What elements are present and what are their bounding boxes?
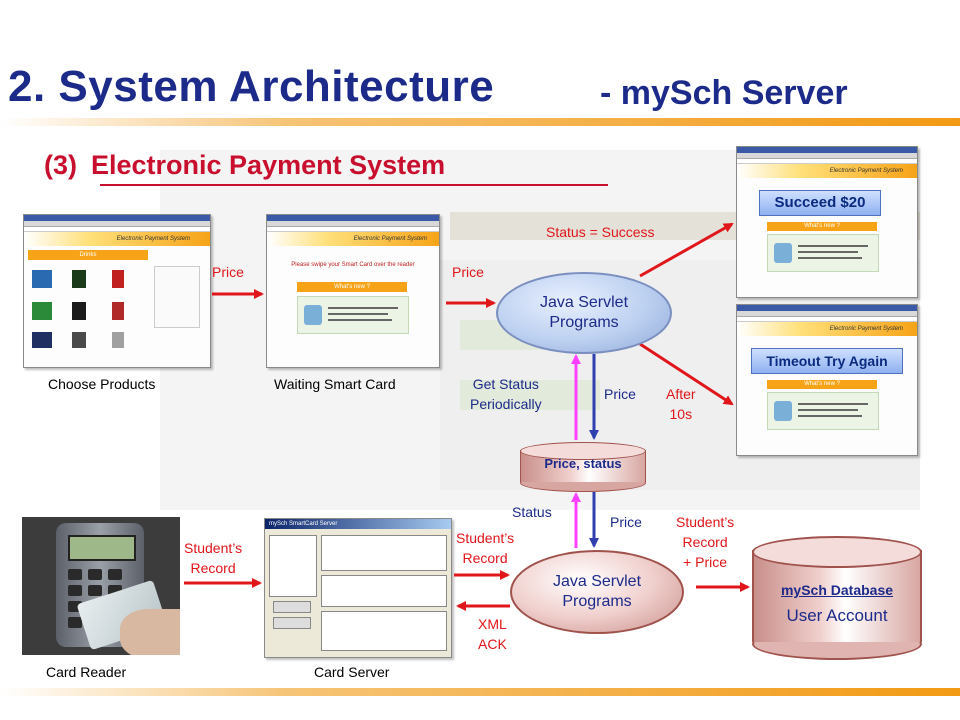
price-status-label: Price, status xyxy=(544,456,622,471)
label-status-up: Status xyxy=(512,504,552,520)
succeed-screenshot: Electronic Payment System Succeed $20 Wh… xyxy=(736,146,918,298)
choose-products-caption: Choose Products xyxy=(48,376,156,392)
hand xyxy=(120,609,180,655)
page-title: 2. System Architecture xyxy=(8,62,495,111)
label-get-status: Get Status Periodically xyxy=(470,376,542,412)
section-heading: (3) Electronic Payment System xyxy=(44,150,445,181)
section-title: Electronic Payment System xyxy=(91,150,446,180)
page-subtitle: - mySch Server xyxy=(600,74,848,112)
succeed-banner: Succeed $20 xyxy=(759,190,881,216)
timeout-banner: Timeout Try Again xyxy=(751,348,903,374)
mysch-database: mySch Database User Account xyxy=(752,536,922,660)
label-price-down-2: Price xyxy=(610,514,642,530)
category-bar: Drinks xyxy=(28,250,148,260)
database-title: mySch Database xyxy=(780,582,894,598)
card-reader-caption: Card Reader xyxy=(46,664,127,680)
label-price-2: Price xyxy=(452,264,484,280)
choose-products-screenshot: Electronic Payment System Drinks xyxy=(23,214,211,368)
label-students-record-2: Student’s Record xyxy=(456,530,515,566)
card-server-screenshot: mySch SmartCard Server xyxy=(264,518,452,658)
footer-divider xyxy=(0,688,960,696)
header-divider xyxy=(0,118,960,126)
section-underline xyxy=(100,184,608,186)
label-after-10s: After 10s xyxy=(666,386,696,422)
card-reader-photo xyxy=(22,517,180,655)
waiting-smart-card-screenshot: Electronic Payment System Please swipe y… xyxy=(266,214,440,368)
label-status-success: Status = Success xyxy=(546,224,655,240)
arrow-timeout xyxy=(639,342,734,406)
label-xml-ack: XML ACK xyxy=(478,616,507,652)
waiting-smart-card-caption: Waiting Smart Card xyxy=(274,376,396,392)
database-subtitle: User Account xyxy=(786,606,888,625)
arrow-success xyxy=(639,222,734,278)
swipe-prompt: Please swipe your Smart Card over the re… xyxy=(291,262,415,268)
section-number: (3) xyxy=(44,150,77,180)
price-status-store: Price, status xyxy=(520,442,646,492)
label-students-record-1: Student’s Record xyxy=(184,540,243,576)
timeout-screenshot: Electronic Payment System Timeout Try Ag… xyxy=(736,304,918,456)
card-server-titlebar: mySch SmartCard Server xyxy=(265,519,451,529)
label-students-record-price: Student’s Record + Price xyxy=(676,514,735,570)
card-server-caption: Card Server xyxy=(314,664,390,680)
label-price-down: Price xyxy=(604,386,636,402)
label-price-1: Price xyxy=(212,264,244,280)
